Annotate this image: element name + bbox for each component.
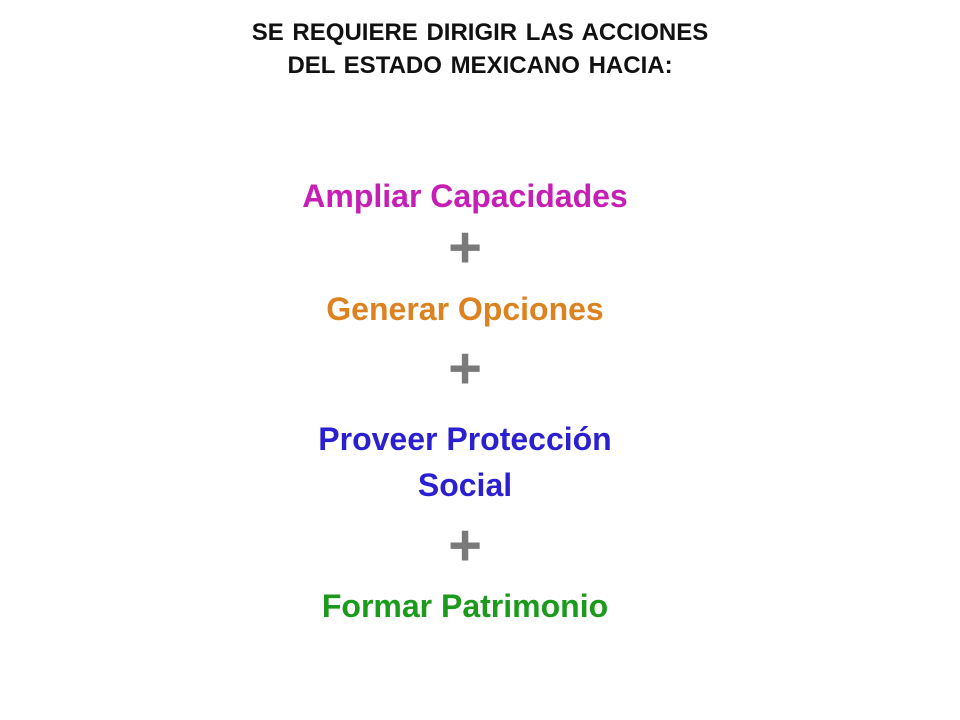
item-proveer-proteccion-line-1: Proveer Protección (318, 421, 612, 457)
slide-title-line-1: SE REQUIERE DIRIGIR LAS ACCIONES (251, 19, 709, 46)
item-ampliar-capacidades: Ampliar Capacidades (302, 178, 628, 214)
slide-title-line-2: DEL ESTADO MEXICANO HACIA: (287, 52, 673, 79)
item-proveer-proteccion-social: Proveer Protección Social (0, 416, 930, 508)
slide-title: SE REQUIERE DIRIGIR LAS ACCIONES DEL EST… (0, 16, 960, 82)
plus-sign-2: + (448, 336, 482, 401)
plus-sign-1: + (448, 215, 482, 280)
item-proveer-proteccion-line-2: Social (417, 467, 513, 503)
item-generar-opciones: Generar Opciones (326, 291, 604, 327)
item-formar-patrimonio: Formar Patrimonio (321, 588, 609, 624)
plus-sign-3: + (448, 513, 482, 578)
